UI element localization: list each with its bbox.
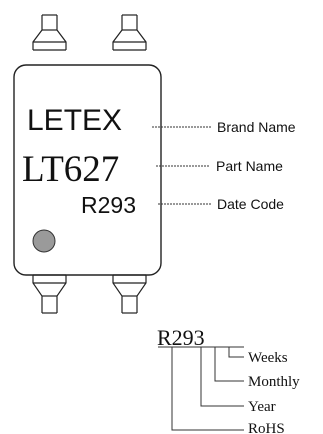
pin1-dot <box>32 229 56 253</box>
rohs-label: RoHS <box>248 421 285 434</box>
bottom-pin-left <box>32 274 67 314</box>
weeks-label: Weeks <box>248 350 288 366</box>
date-code-label: Date Code <box>217 196 284 212</box>
part-name-label: Part Name <box>216 158 283 174</box>
chip-body <box>13 64 162 276</box>
part-text: LT627 <box>22 149 119 190</box>
decode-code-text: R293 <box>157 325 205 350</box>
year-label: Year <box>248 399 276 415</box>
top-pin-left <box>32 14 67 51</box>
top-pin-right <box>112 14 147 51</box>
decode-brackets <box>171 347 244 431</box>
monthly-label: Monthly <box>248 374 300 390</box>
brand-name-label: Brand Name <box>217 119 296 135</box>
brand-text: LETEX <box>27 104 122 137</box>
bottom-pin-right <box>112 274 147 314</box>
date-code-text: R293 <box>81 192 136 218</box>
